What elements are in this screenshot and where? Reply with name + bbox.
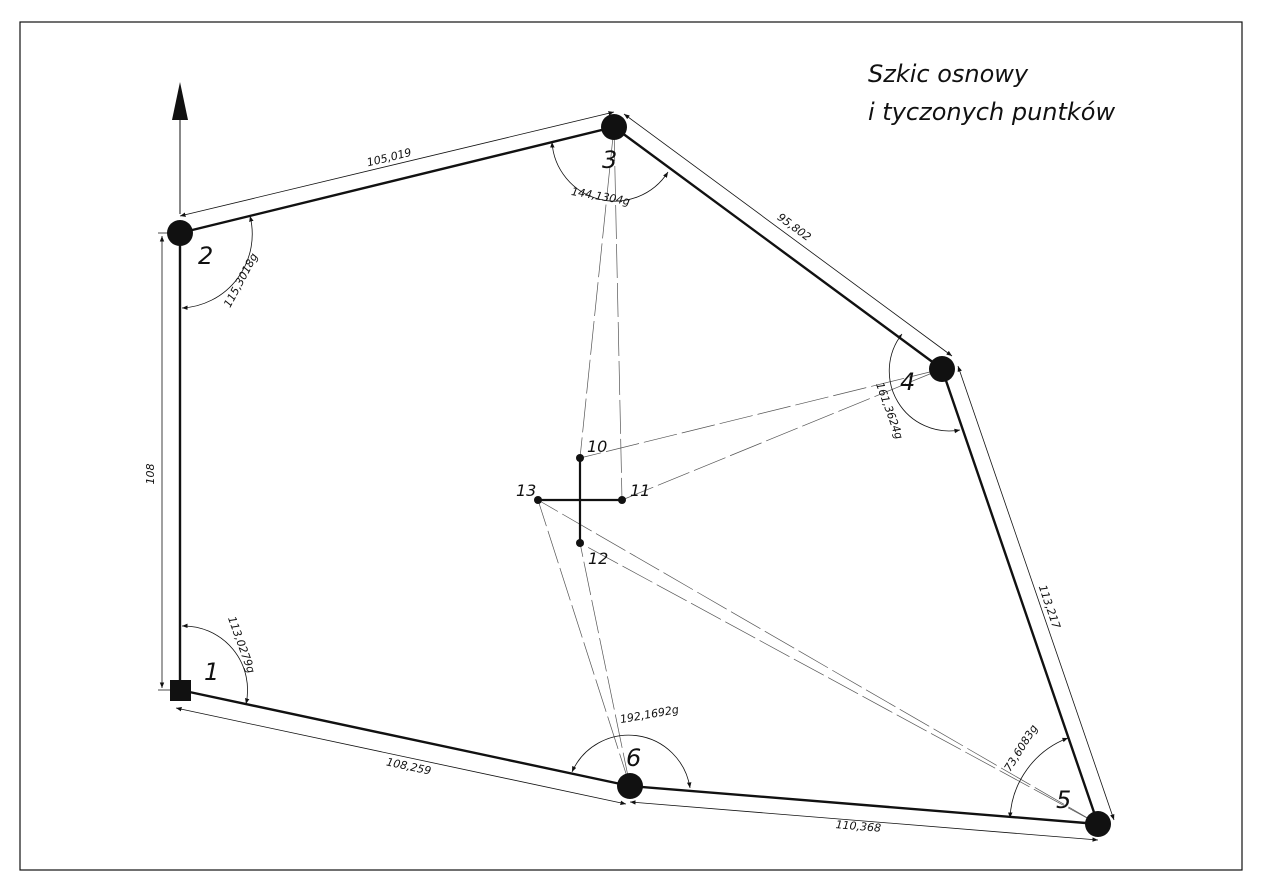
stakeout-cross — [538, 458, 622, 543]
title-line-1: Szkic osnowy — [868, 60, 1029, 88]
point-12-label: 12 — [588, 549, 608, 568]
point-2-marker — [167, 220, 193, 246]
point-6-marker — [617, 773, 643, 799]
point-4-label: 4 — [900, 368, 915, 396]
distance-1-2-label: 108 — [144, 464, 157, 485]
angle-5-label: 73,6083g — [1002, 722, 1041, 773]
point-13-label: 13 — [516, 481, 536, 500]
point-2-label: 2 — [198, 242, 213, 270]
angle-3-label: 144,1304g — [570, 185, 631, 208]
point-3-marker — [601, 114, 627, 140]
angle-6-label: 192,1692g — [619, 703, 680, 726]
title-line-2: i tyczonych puntków — [868, 98, 1115, 126]
distance-5-6-label: 110,368 — [835, 818, 881, 835]
distance-3-4-label: 95,802 — [775, 211, 814, 244]
angle-arcs — [181, 141, 1069, 819]
point-13-marker — [534, 496, 542, 504]
point-12-marker — [576, 539, 584, 547]
point-10-marker — [576, 454, 584, 462]
north-arrow-icon — [172, 82, 188, 214]
point-3-label: 3 — [602, 146, 617, 174]
dimension-lines — [158, 111, 1115, 842]
point-1-label: 1 — [204, 658, 219, 686]
angle-1-label: 113,0279g — [225, 615, 258, 675]
distance-6-1-label: 108,259 — [385, 755, 432, 777]
point-11-marker — [618, 496, 626, 504]
point-11-label: 11 — [630, 481, 650, 500]
point-6-label: 6 — [626, 744, 641, 772]
point-5-label: 5 — [1056, 786, 1071, 814]
drawing-frame — [19, 21, 1243, 871]
point-5-marker — [1085, 811, 1111, 837]
point-1-marker — [170, 680, 191, 701]
point-10-label: 10 — [587, 437, 607, 456]
distance-4-5-label: 113,217 — [1036, 583, 1063, 630]
point-4-marker — [929, 356, 955, 382]
angle-2-label: 115,3018g — [221, 251, 260, 310]
